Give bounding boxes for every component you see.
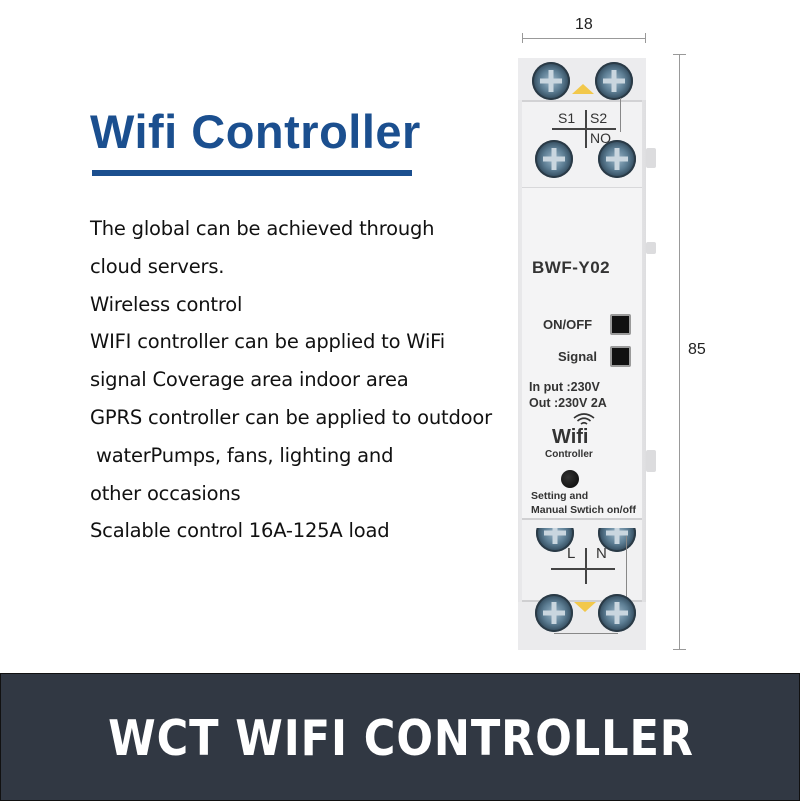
setting-label-line1: Setting and — [531, 490, 589, 502]
wifi-logo-subtext: Controller — [545, 449, 593, 460]
height-dimension-label: 85 — [688, 341, 706, 358]
feature-description: The global can be achieved through cloud… — [90, 210, 492, 550]
product-name-banner: WCT WIFI CONTROLLER — [0, 673, 800, 801]
indicator-arrow-up-icon — [572, 84, 594, 94]
terminal-trace — [626, 536, 627, 602]
width-dimension-line — [522, 38, 646, 39]
height-dimension-tick-top — [673, 54, 686, 55]
description-line: The global can be achieved through — [90, 217, 435, 240]
description-line: other occasions — [90, 481, 241, 505]
description-line: Wireless control — [90, 292, 243, 316]
setting-manual-switch-button[interactable] — [561, 470, 579, 488]
width-dimension-tick-right — [645, 33, 646, 43]
description-line: WIFI controller can be applied to WiFi — [90, 330, 445, 354]
terminal-label-n: N — [596, 545, 607, 562]
description-line: GPRS controller can be applied to outdoo… — [90, 405, 492, 429]
height-dimension-tick-bottom — [673, 649, 686, 650]
side-clip — [646, 148, 656, 168]
terminal-screw-icon — [535, 594, 573, 632]
output-spec: Out :230V 2A — [529, 396, 607, 410]
wifi-logo-text: Wifi — [552, 426, 589, 448]
on-off-label: ON/OFF — [543, 317, 593, 332]
on-off-button[interactable] — [610, 314, 631, 335]
side-clip — [646, 242, 656, 254]
terminal-label-l: L — [567, 545, 576, 562]
side-clip — [646, 450, 656, 472]
signal-label: Signal — [558, 349, 598, 364]
terminal-screw-icon — [598, 594, 636, 632]
terminal-screw-icon — [598, 140, 636, 178]
terminal-trace — [554, 633, 618, 634]
wifi-icon — [573, 413, 595, 425]
height-dimension-line — [679, 54, 680, 650]
terminal-label-no: NO — [590, 130, 611, 146]
description-line: waterPumps, fans, lighting and — [90, 443, 394, 467]
model-number: BWF-Y02 — [532, 258, 611, 277]
terminal-label-s1: S1 — [558, 110, 576, 126]
title-underline — [92, 170, 412, 176]
terminal-screw-icon — [535, 140, 573, 178]
page-title: Wifi Controller — [90, 105, 421, 158]
description-line: signal Coverage area indoor area — [90, 368, 409, 392]
setting-label-line2: Manual Swtich on/off — [531, 504, 636, 516]
banner-title: WCT WIFI CONTROLLER — [108, 710, 694, 767]
width-dimension-tick-left — [522, 33, 523, 43]
input-spec: In put :230V — [529, 380, 600, 394]
terminal-screw-icon — [532, 62, 570, 100]
terminal-label-s2: S2 — [590, 110, 608, 126]
description-line: cloud servers. — [90, 254, 225, 278]
din-rail-wifi-controller: S1 S2 NO BWF-Y02 ON/OFF Signal In put :2… — [518, 58, 656, 650]
indicator-arrow-down-icon — [574, 602, 596, 612]
width-dimension-label: 18 — [575, 16, 593, 33]
terminal-divider — [551, 568, 615, 570]
terminal-divider — [585, 110, 587, 148]
description-line: Scalable control 16A-125A load — [90, 519, 390, 543]
terminal-divider — [585, 548, 587, 584]
terminal-divider — [552, 128, 616, 130]
terminal-trace — [620, 98, 621, 132]
terminal-screw-icon — [595, 62, 633, 100]
signal-indicator — [610, 346, 631, 367]
